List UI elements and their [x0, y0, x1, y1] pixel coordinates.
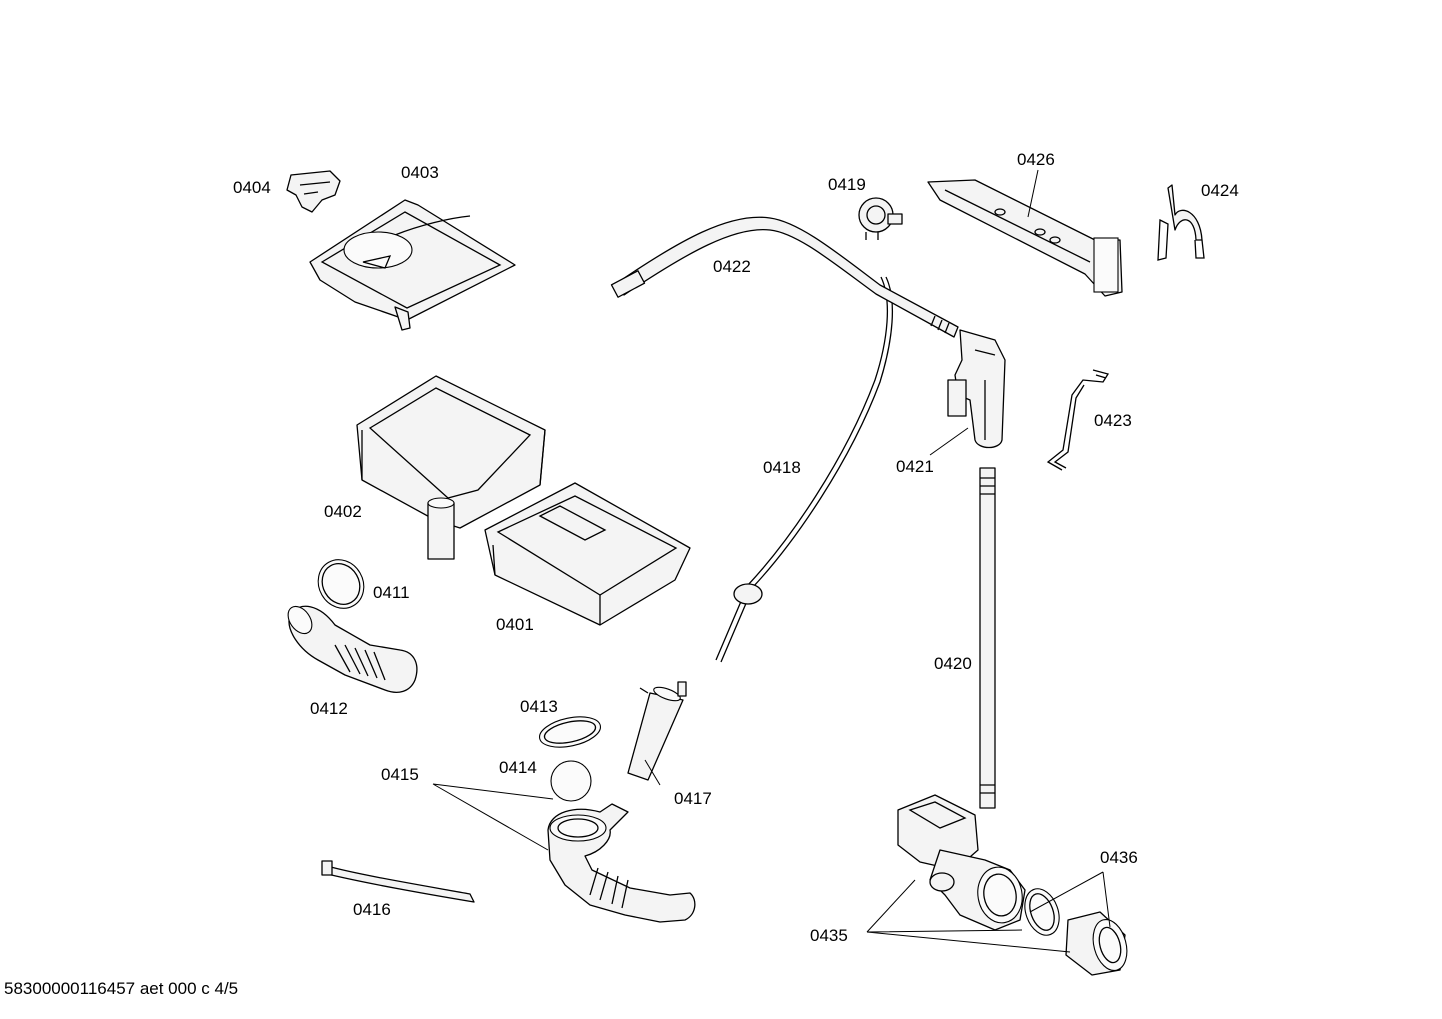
- label-0403: 0403: [401, 163, 439, 182]
- label-0421: 0421: [896, 457, 934, 476]
- label-0413: 0413: [520, 697, 558, 716]
- label-0418: 0418: [763, 458, 801, 477]
- part-0401-detergent-drawer: [484, 482, 691, 626]
- part-0419-pressure-switch: [858, 197, 903, 240]
- label-0422: 0422: [713, 257, 751, 276]
- part-0426-rail: [927, 179, 1123, 297]
- label-0419: 0419: [828, 175, 866, 194]
- part-0416-small-hose: [321, 860, 475, 903]
- document-reference: 58300000116457 aet 000 c 4/5: [4, 979, 239, 998]
- label-0417: 0417: [674, 789, 712, 808]
- label-0435: 0435: [810, 926, 848, 945]
- part-0418-thin-hose: [715, 276, 893, 663]
- part-0414-ball: [550, 760, 592, 802]
- label-0411: 0411: [373, 583, 410, 602]
- label-0404: 0404: [233, 178, 271, 197]
- part-0411-seal-ring: [317, 559, 365, 609]
- label-0402: 0402: [324, 502, 362, 521]
- part-0435-drain-pump: [897, 794, 1026, 931]
- label-0426: 0426: [1017, 150, 1055, 169]
- part-0403-drawer-frame: [309, 199, 516, 331]
- part-0404-clip: [286, 170, 341, 213]
- part-0420-vertical-hose: [979, 467, 996, 809]
- label-0412: 0412: [310, 699, 348, 718]
- part-0402-dispenser-housing: [356, 375, 546, 560]
- label-0424: 0424: [1201, 181, 1239, 200]
- label-0436: 0436: [1100, 848, 1138, 867]
- part-0423-bent-rod: [1046, 369, 1110, 471]
- label-0423: 0423: [1094, 411, 1132, 430]
- part-0422-curved-hose: [610, 216, 959, 338]
- label-0401: 0401: [496, 615, 534, 634]
- part-0412-bellows-hose: [287, 605, 418, 693]
- label-0416: 0416: [353, 900, 391, 919]
- label-0414: 0414: [499, 758, 537, 777]
- part-0415-sump-hose: [547, 803, 696, 923]
- part-0421-elbow-connector: [947, 329, 1006, 449]
- part-0417-cartridge: [627, 681, 687, 781]
- leader-lines: [432, 169, 1111, 953]
- part-0424-fork-bracket: [1157, 184, 1205, 261]
- label-0420: 0420: [934, 654, 972, 673]
- part-0413-seal-ring: [538, 716, 602, 748]
- label-0415: 0415: [381, 765, 419, 784]
- part-0436-filter-assembly: [1024, 888, 1128, 976]
